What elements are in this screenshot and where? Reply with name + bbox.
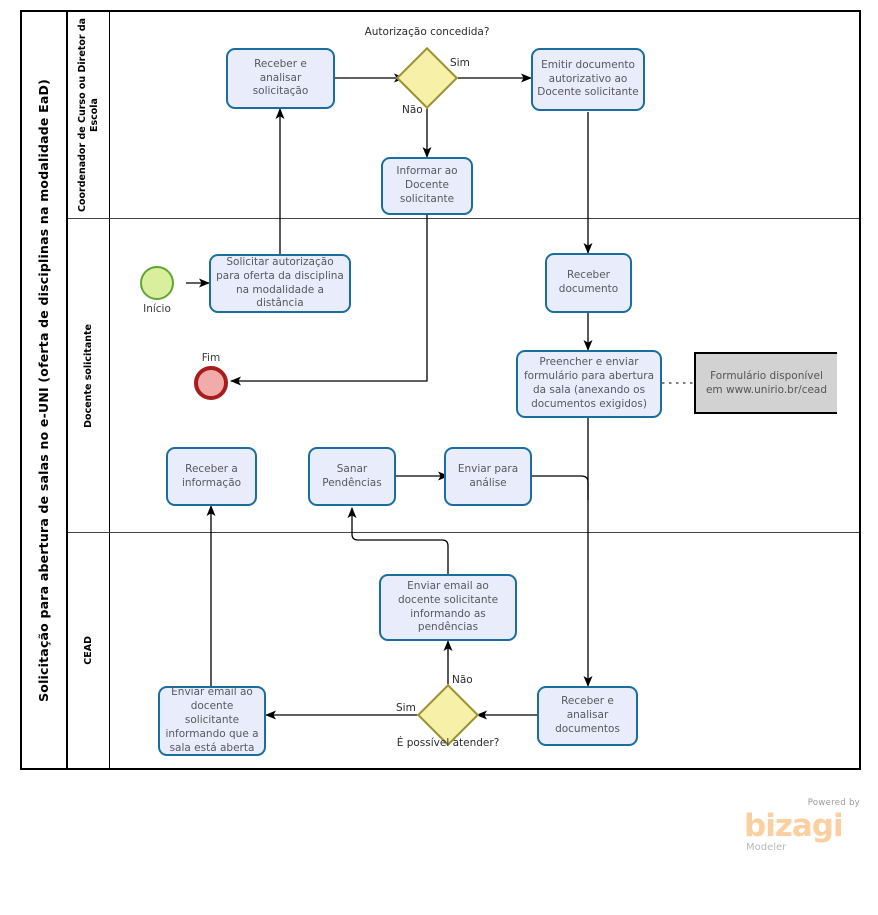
gateway-label-autorizacao: Autorização concedida? [364,26,490,38]
task-enviar-email-pendencias[interactable]: Enviar email ao docente solicitante info… [379,574,517,641]
task-solicitar-autorizacao[interactable]: Solicitar autorização para oferta da dis… [209,254,351,313]
lane-divider-2 [68,532,859,533]
logo-brand: bizagi [744,808,844,844]
task-receber-documento[interactable]: Receber documento [545,253,632,313]
flow-label-nao-atender: Não [452,674,473,686]
task-receber-a-informacao[interactable]: Receber a informação [166,447,257,506]
lane-label-coordenador: Coordenador de Curso ou Diretor da Escol… [76,17,100,213]
start-event-label: Início [143,303,171,315]
lane-header-coordenador: Coordenador de Curso ou Diretor da Escol… [68,12,110,218]
lane-label-docente: Docente solicitante [82,323,94,428]
task-receber-analisar-documentos[interactable]: Receber e analisar documentos [537,686,638,746]
bizagi-logo: Powered by bizagi Modeler [744,798,862,860]
lane-header-cead: CEAD [68,533,110,768]
lane-label-cead: CEAD [82,636,94,665]
task-enviar-email-sala-aberta[interactable]: Enviar email ao docente solicitante info… [158,686,266,756]
logo-product: Modeler [746,842,787,853]
pool-title: Solicitação para abertura de salas no e-… [20,10,68,770]
task-enviar-para-analise[interactable]: Enviar para análise [444,447,532,506]
lane-header-docente: Docente solicitante [68,219,110,532]
text-annotation-formulario: Formulário disponível em www.unirio.br/c… [694,352,837,414]
flow-label-nao-autorizacao: Não [402,104,423,116]
task-receber-analisar-solicitacao[interactable]: Receber e analisar solicitação [226,48,335,109]
start-event[interactable] [140,266,174,300]
task-informar-ao-docente[interactable]: Informar ao Docente solicitante [381,157,473,215]
end-event[interactable] [194,366,228,400]
pool-title-label: Solicitação para abertura de salas no e-… [35,78,51,702]
task-preencher-enviar-formulario[interactable]: Preencher e enviar formulário para abert… [516,350,662,418]
flow-label-sim-autorizacao: Sim [450,57,470,69]
flow-label-sim-atender: Sim [396,702,416,714]
task-emitir-documento-autorizativo[interactable]: Emitir documento autorizativo ao Docente… [531,48,645,111]
logo-powered-by: Powered by [807,798,860,808]
task-sanar-pendencias[interactable]: Sanar Pendências [308,447,396,506]
end-event-label: Fim [201,352,221,364]
lane-divider-1 [68,218,859,219]
gateway-label-possivel-atender: É possível atender? [396,737,500,749]
